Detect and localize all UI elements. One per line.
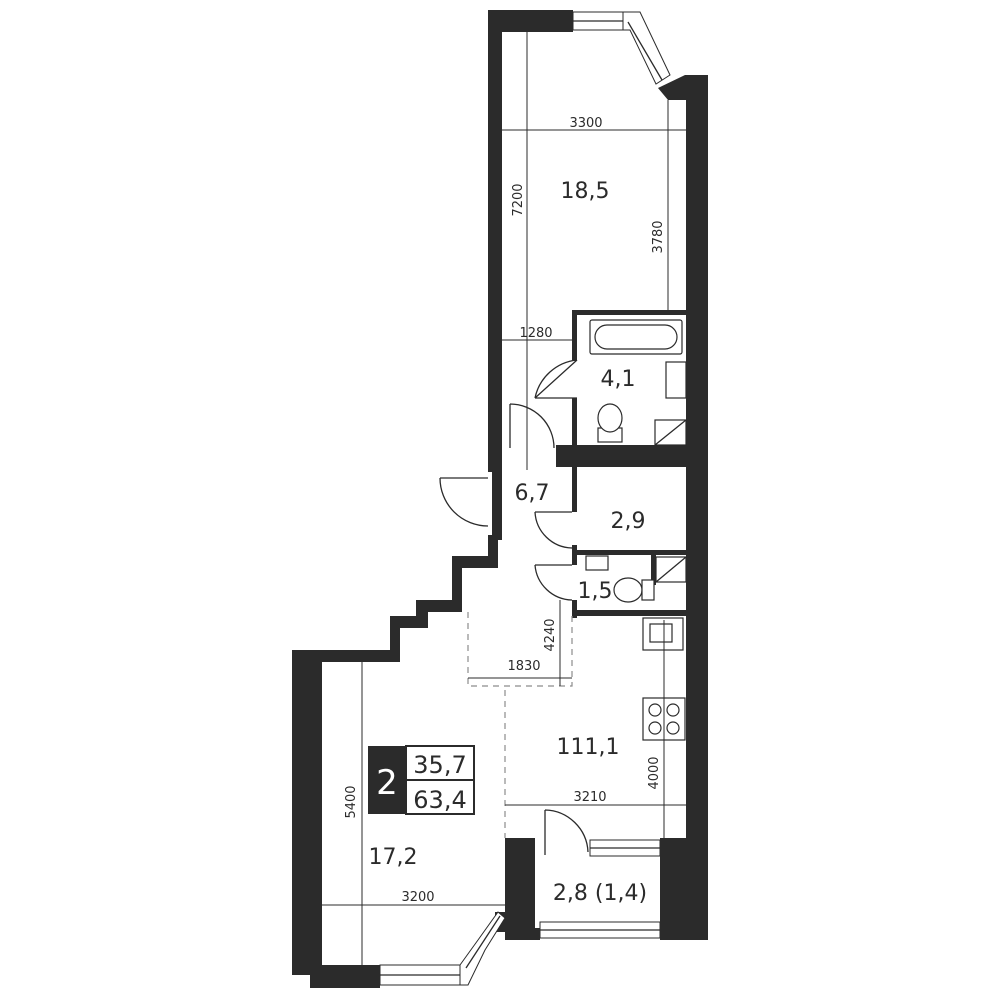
rooms-count-box bbox=[368, 746, 406, 814]
wall-left-stepped bbox=[292, 472, 502, 965]
dim-bedroom-partial: 3780 bbox=[651, 220, 666, 253]
wall-wc-left-lower bbox=[572, 600, 577, 618]
dim-kitchen-width: 3210 bbox=[573, 790, 606, 805]
zone-lines bbox=[467, 612, 573, 838]
room-area-living: 17,2 bbox=[369, 845, 418, 870]
room-area-wc: 1,5 bbox=[578, 579, 613, 604]
door-entrance bbox=[439, 477, 489, 527]
wall-wc-left-upper bbox=[572, 555, 577, 565]
dim-bath-offset: 1280 bbox=[519, 326, 552, 341]
dim-living-width: 3200 bbox=[401, 890, 434, 905]
room-labels: 18,5 4,1 6,7 2,9 1,5 111,1 17,2 2,8 (1,4… bbox=[369, 179, 648, 906]
burner bbox=[648, 721, 662, 735]
kitchen-sink-basin bbox=[649, 623, 673, 643]
summary-badge: 2 35,7 63,4 bbox=[368, 745, 475, 815]
wall-balcony-left bbox=[505, 838, 535, 938]
living-area: 35,7 bbox=[413, 751, 466, 779]
room-area-storage: 2,9 bbox=[611, 509, 646, 534]
dim-living-length: 5400 bbox=[344, 785, 359, 818]
wall-top bbox=[488, 10, 573, 32]
burner bbox=[666, 721, 680, 735]
door-storage bbox=[534, 511, 573, 549]
burner bbox=[648, 703, 662, 717]
wall-storage-left-upper bbox=[572, 467, 577, 512]
dim-bedroom-length: 7200 bbox=[511, 183, 526, 216]
window-living-bay bbox=[459, 911, 506, 986]
wall-wc-shaft bbox=[651, 555, 656, 585]
rooms-count: 2 bbox=[376, 763, 398, 803]
room-area-hall: 6,7 bbox=[515, 481, 550, 506]
wall-right bbox=[686, 75, 708, 940]
room-area-kitchen: 111,1 bbox=[557, 735, 620, 760]
wall-bedroom-left bbox=[488, 10, 502, 472]
room-area-bathroom: 4,1 bbox=[601, 367, 636, 392]
wc-sink bbox=[585, 555, 609, 571]
dim-kitchen-length: 4000 bbox=[647, 756, 662, 789]
door-bedroom bbox=[509, 403, 555, 449]
wall-balcony-right bbox=[660, 838, 708, 940]
wall-storage-bottom bbox=[572, 550, 686, 555]
room-area-bedroom: 18,5 bbox=[561, 179, 610, 204]
wc-toilet-tank bbox=[641, 579, 655, 601]
wall-bath-bottom bbox=[556, 445, 686, 467]
windows bbox=[379, 11, 671, 986]
window-bedroom-bay bbox=[622, 11, 671, 85]
total-area: 63,4 bbox=[413, 786, 466, 814]
dim-hall-length: 4240 bbox=[543, 618, 558, 651]
wc-toilet bbox=[613, 577, 643, 603]
bathroom-toilet bbox=[597, 403, 623, 433]
wall-bottom-left bbox=[292, 965, 380, 988]
wall-balcony-bottom-left bbox=[505, 928, 540, 940]
room-area-balcony: 2,8 (1,4) bbox=[553, 881, 647, 906]
wall-bath-left-upper bbox=[572, 310, 577, 360]
bathroom-sink bbox=[665, 361, 687, 399]
wall-bath-top bbox=[572, 310, 686, 315]
door-wc bbox=[534, 564, 573, 601]
bathtub-inner bbox=[594, 324, 678, 350]
door-balcony bbox=[544, 809, 589, 855]
doors bbox=[439, 359, 589, 855]
wall-wc-bottom bbox=[572, 610, 686, 616]
dim-hall-width: 1830 bbox=[507, 659, 540, 674]
dimension-lines bbox=[322, 32, 686, 965]
wall-bath-left-lower bbox=[572, 398, 577, 448]
burner bbox=[666, 703, 680, 717]
dim-bedroom-width: 3300 bbox=[569, 116, 602, 131]
door-bathroom bbox=[534, 359, 578, 399]
dimension-labels: 3300 7200 3780 1280 4240 1830 5400 3200 … bbox=[344, 116, 666, 905]
